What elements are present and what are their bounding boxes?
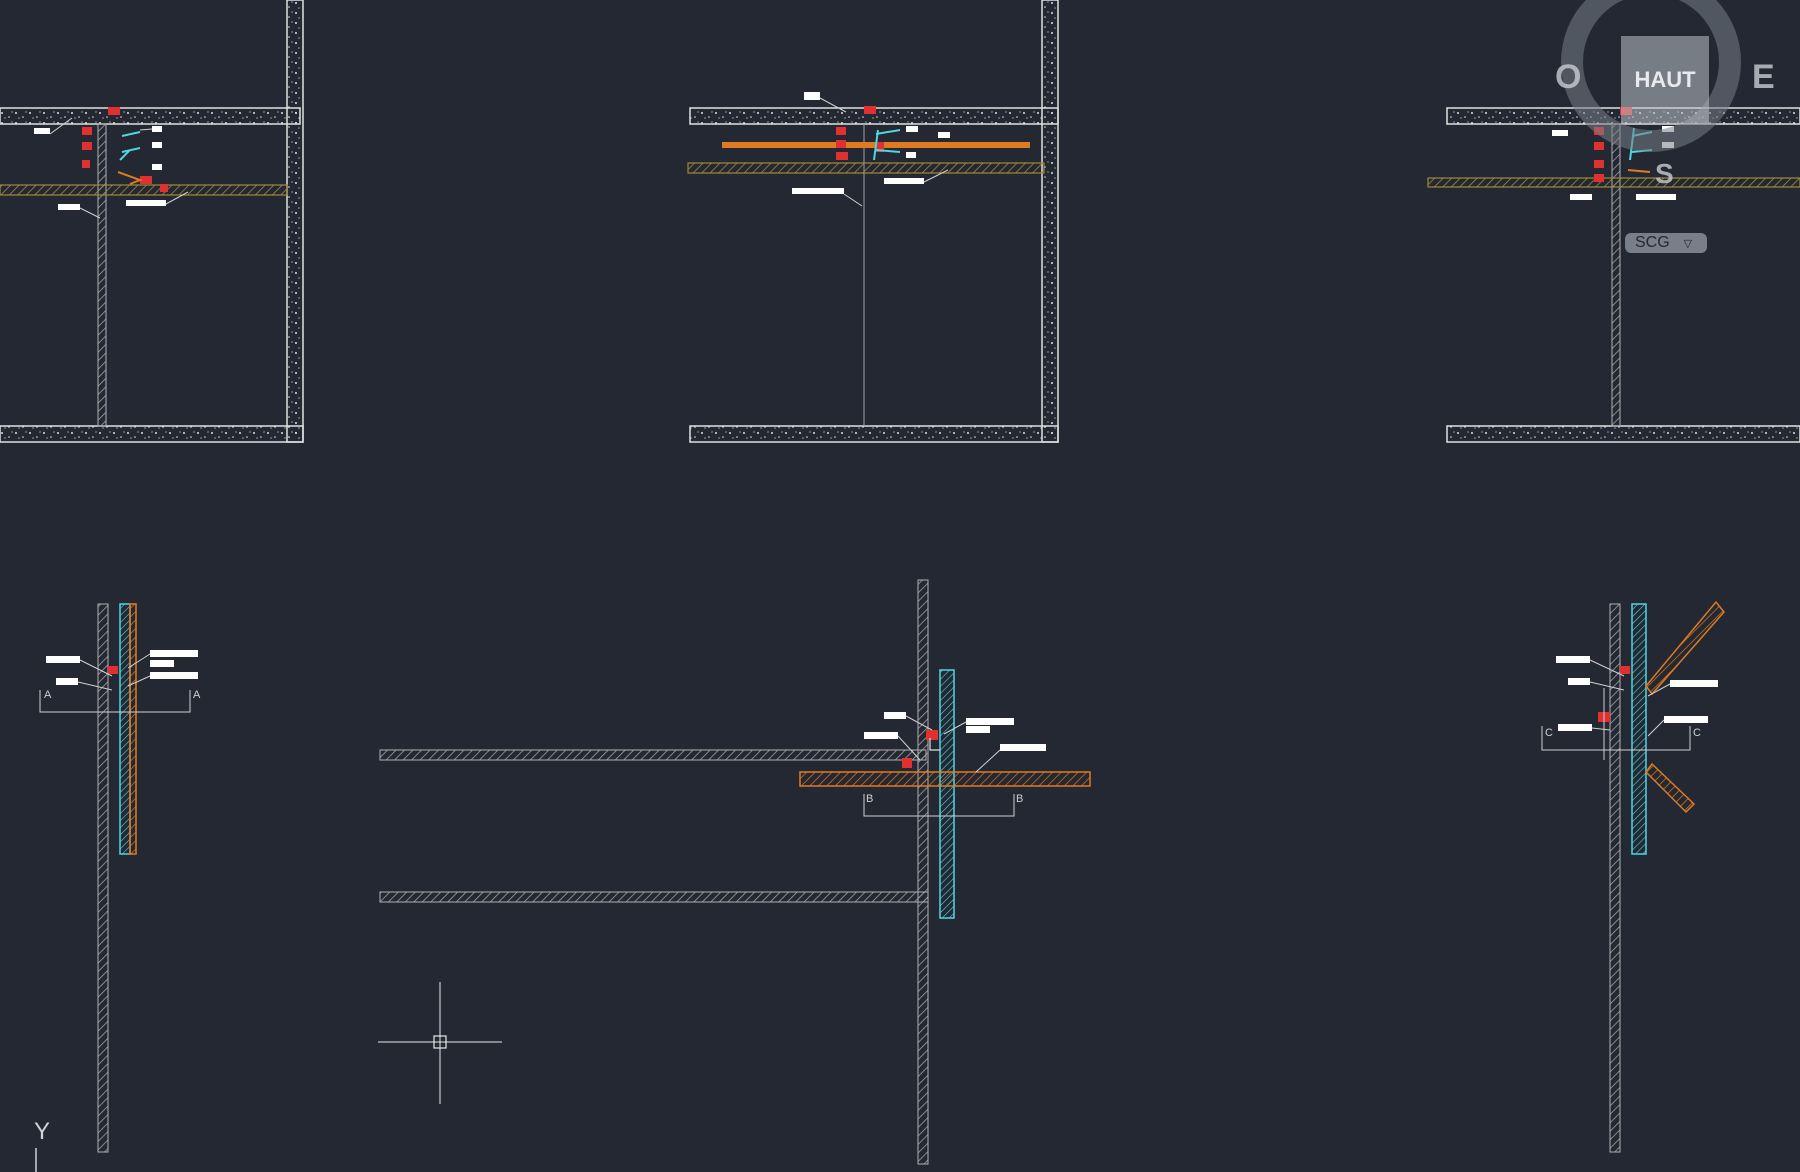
section-marker-a-left: A	[44, 689, 52, 701]
detail-bottom-left: A A	[39, 603, 201, 1153]
detail-top-center	[687, 0, 1059, 443]
detail-bottom-center: B B	[379, 579, 1091, 1165]
section-marker-c-right: C	[1693, 727, 1701, 739]
section-marker-b-left: B	[866, 793, 873, 805]
chevron-down-icon: ▽	[1683, 237, 1693, 250]
viewcube-south-label[interactable]: S	[1655, 158, 1674, 189]
crosshair-cursor	[378, 982, 502, 1104]
detail-bottom-right: C C	[1541, 600, 1725, 1153]
ucs-icon: Y	[34, 1118, 51, 1145]
ucs-menu-button[interactable]: SCG ▽	[1625, 233, 1707, 253]
viewcube-east-label[interactable]: E	[1752, 58, 1775, 96]
viewcube-top-face[interactable]: HAUT	[1621, 36, 1709, 124]
section-marker-c-left: C	[1545, 727, 1553, 739]
viewcube[interactable]: HAUT O E S	[1555, 0, 1775, 200]
ucs-menu-label: SCG	[1635, 234, 1670, 251]
viewcube-west-label[interactable]: O	[1555, 58, 1582, 96]
section-marker-b-right: B	[1016, 793, 1023, 805]
section-marker-a-right: A	[193, 689, 201, 701]
detail-top-left	[0, 0, 304, 443]
